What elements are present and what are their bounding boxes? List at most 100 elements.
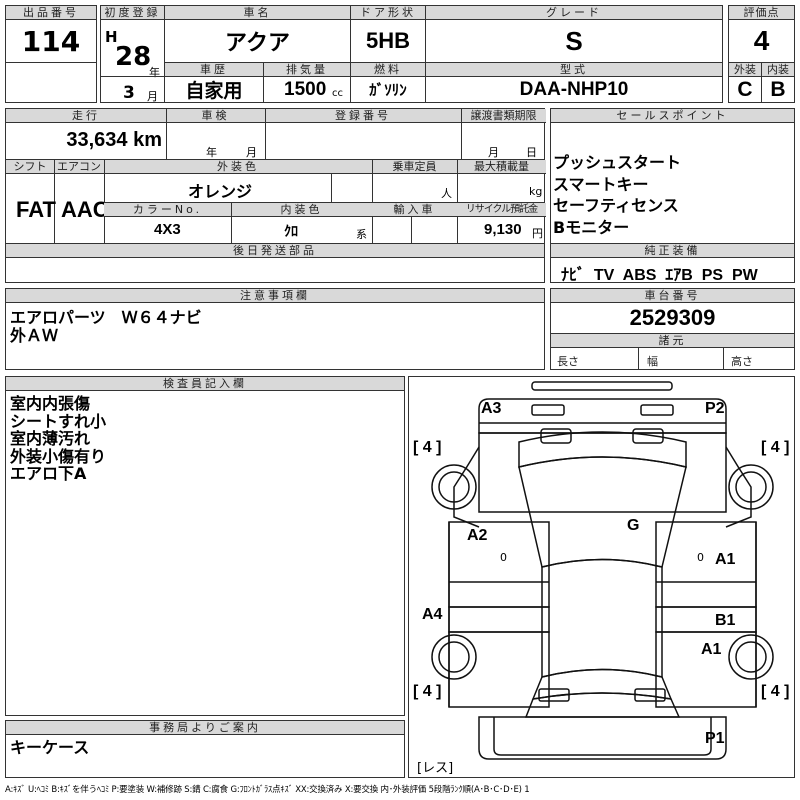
history-box: 車歴 自家用 bbox=[164, 62, 264, 103]
wheel-rear-right bbox=[728, 634, 774, 680]
office-label: 事務局よりご案内 bbox=[6, 721, 404, 735]
caution-box: 注意事項欄 エアロパーツ Ｗ６４ナビ 外ＡＷ bbox=[5, 288, 545, 370]
mark-zero-left: 0 bbox=[500, 551, 507, 564]
mileage-label: 走行 bbox=[6, 109, 166, 123]
ext-color-label: 外装色 bbox=[104, 160, 372, 174]
sales-box: セールスポイント プッシュスタート スマートキー セーフティセンス Bモニター … bbox=[550, 108, 795, 284]
sales-item: スマートキー bbox=[553, 174, 649, 194]
front-bumper bbox=[478, 398, 727, 434]
ext-color: オレンジ bbox=[188, 182, 253, 201]
office-lines: キーケース bbox=[10, 739, 89, 757]
score-label: 評価点 bbox=[729, 6, 794, 20]
width-label: 幅 bbox=[647, 355, 658, 368]
history-label: 車歴 bbox=[165, 63, 263, 77]
model-code: DAA-NHP10 bbox=[519, 78, 629, 100]
mark-a1-rear: A1 bbox=[701, 641, 722, 658]
lot-number: 114 bbox=[21, 24, 81, 58]
inspector-line: エアロ下A bbox=[10, 464, 87, 483]
wheel-front-right bbox=[728, 464, 774, 510]
model-label: 型式 bbox=[426, 63, 722, 77]
mark-g: G bbox=[627, 517, 640, 534]
disp-box: 排気量 1500 cc bbox=[263, 62, 351, 103]
chassis-label: 車台番号 bbox=[551, 289, 794, 303]
inspection-label: 車検 bbox=[166, 109, 265, 123]
caution-label: 注意事項欄 bbox=[6, 289, 544, 303]
rear-door-left bbox=[448, 631, 550, 708]
colorno-label: カラーNo. bbox=[104, 203, 231, 217]
transfer-label: 譲渡書類期限 bbox=[461, 109, 546, 123]
inspector-lines: 室内内張傷 シートすれ小 室内薄汚れ 外装小傷有り エアロ下A bbox=[10, 395, 106, 483]
car-name-box: 車名 アクア bbox=[164, 5, 351, 63]
office-box: 事務局よりご案内 キーケース bbox=[5, 720, 405, 778]
caution-lines: エアロパーツ Ｗ６４ナビ 外ＡＷ bbox=[10, 309, 202, 344]
recycle-label: リサイクル預託金 bbox=[457, 203, 546, 217]
reg-year: 28 bbox=[115, 42, 152, 72]
inspector-box: 検査員記入欄 室内内張傷 シートすれ小 室内薄汚れ 外装小傷有り エアロ下A bbox=[5, 376, 405, 716]
mark-zero-right: 0 bbox=[697, 551, 704, 564]
recycle-fee: 9,130 bbox=[484, 221, 522, 238]
int-color-label: 内装色 bbox=[231, 203, 372, 217]
ext-grade: C bbox=[737, 77, 753, 101]
capacity-label: 乗車定員 bbox=[372, 160, 457, 174]
later-parts-label: 後日発送部品 bbox=[6, 244, 544, 258]
grade: S bbox=[565, 25, 583, 56]
lot-box: 出品番号 114 bbox=[5, 5, 97, 63]
int-box: 内装 B bbox=[761, 62, 795, 103]
door-type: 5HB bbox=[365, 28, 410, 53]
front-bumper-bar bbox=[531, 381, 673, 391]
mark-b1: B1 bbox=[715, 612, 736, 629]
chassis-box: 車台番号 2529309 諸元 長さ 幅 高さ bbox=[550, 288, 795, 370]
shift: FAT bbox=[16, 197, 56, 222]
car-name-label: 車名 bbox=[165, 6, 350, 20]
inspector-label: 検査員記入欄 bbox=[6, 377, 404, 391]
mark-p2: P2 bbox=[705, 400, 725, 417]
car-name: アクア bbox=[225, 31, 290, 56]
rear-bumper bbox=[478, 716, 727, 760]
fuel-label: 燃料 bbox=[351, 63, 425, 77]
sales-item: プッシュスタート bbox=[553, 153, 682, 172]
inspector-line: シートすれ小 bbox=[10, 411, 107, 431]
office-text: キーケース bbox=[10, 738, 90, 757]
sales-item: セーフティセンス bbox=[553, 196, 679, 215]
mark-a1-front: A1 bbox=[715, 551, 736, 568]
mark-a4: A4 bbox=[422, 606, 443, 623]
ext-label: 外装 bbox=[729, 63, 761, 77]
caution-line: 外ＡＷ bbox=[10, 325, 59, 345]
load-label: 最大積載量 bbox=[457, 160, 546, 174]
ac: AAC bbox=[61, 197, 109, 222]
year-unit: 年 bbox=[149, 66, 160, 79]
transfer-day-unit: 日 bbox=[526, 146, 537, 159]
reg-month: 3 bbox=[123, 83, 135, 103]
tire-tread-rl: [ 4 ] bbox=[413, 683, 442, 700]
ext-box: 外装 C bbox=[728, 62, 762, 103]
era: H bbox=[105, 28, 118, 46]
transfer-month-unit: 月 bbox=[488, 146, 499, 159]
ac-label: エアコン bbox=[54, 160, 104, 174]
model-box: 型式 DAA-NHP10 bbox=[425, 62, 723, 103]
insp-month-unit: 月 bbox=[246, 146, 257, 159]
inspector-line: 室内内張傷 bbox=[10, 394, 91, 413]
mark-a3: A3 bbox=[481, 400, 502, 417]
mark-a2: A2 bbox=[467, 527, 488, 544]
displacement: 1500 bbox=[284, 79, 327, 100]
sales-items: プッシュスタート スマートキー セーフティセンス Bモニター bbox=[553, 154, 681, 236]
inspector-line: 外装小傷有り bbox=[10, 446, 107, 466]
wheel-rear-left bbox=[431, 634, 477, 680]
int-color-unit: 系 bbox=[356, 228, 367, 241]
door-box: ドア形状 5HB bbox=[350, 5, 426, 63]
insp-year-unit: 年 bbox=[206, 146, 217, 159]
int-color: ｸﾛ bbox=[284, 224, 298, 240]
shift-label: シフト bbox=[6, 160, 54, 174]
int-label: 内装 bbox=[762, 63, 794, 77]
rear-door-right bbox=[655, 631, 757, 708]
score: 4 bbox=[753, 25, 770, 56]
load-unit: kg bbox=[529, 185, 543, 198]
score-box: 評価点 4 bbox=[728, 5, 795, 63]
legend: A:ｷｽﾞ U:ﾍｺﾐ B:ｷｽﾞを伴うﾍｺﾐ P:要塗装 W:補修跡 S:錆 … bbox=[5, 785, 530, 795]
chassis-number: 2529309 bbox=[629, 305, 716, 330]
sales-item: Bモニター bbox=[553, 217, 630, 237]
trunk bbox=[524, 692, 681, 718]
disp-label: 排気量 bbox=[264, 63, 350, 77]
dims-label: 諸元 bbox=[551, 333, 794, 348]
capacity-unit: 人 bbox=[441, 187, 452, 200]
